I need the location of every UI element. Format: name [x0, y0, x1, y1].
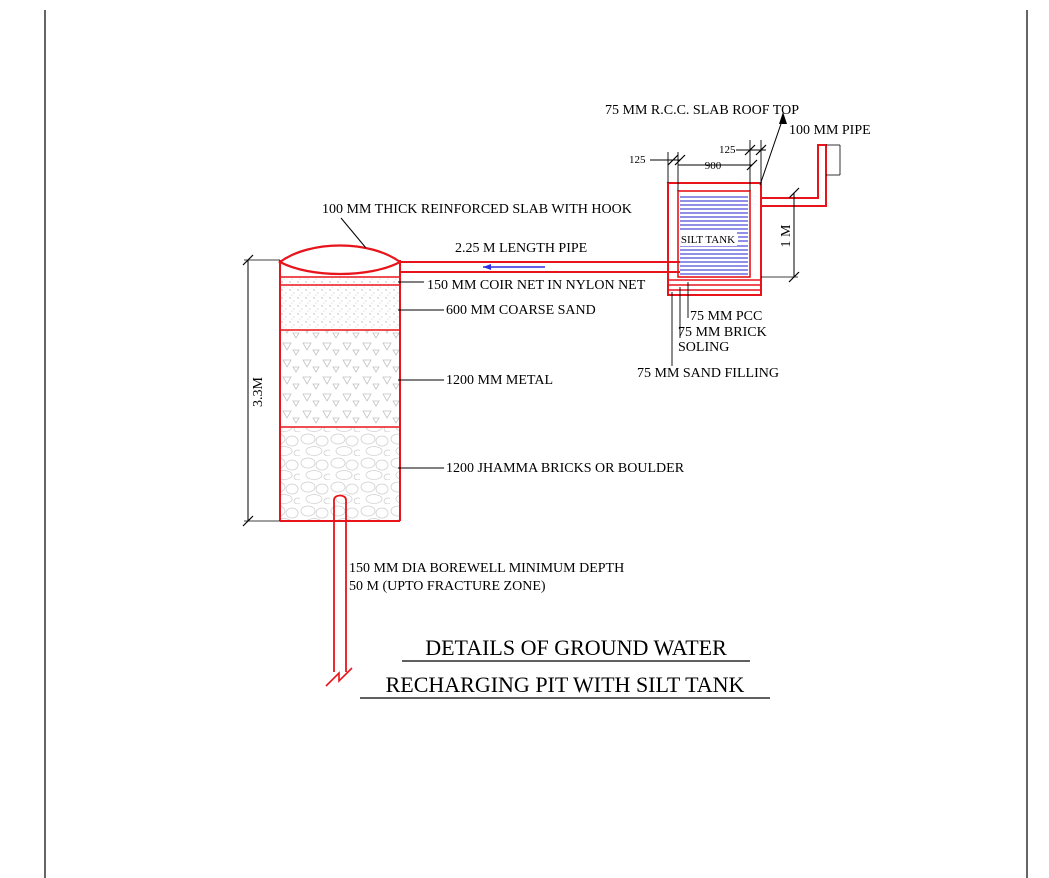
- dimension-1m: 1 M: [761, 187, 800, 283]
- slab-leader: [340, 217, 367, 249]
- dimension-3-3m: 3.3M: [242, 254, 280, 527]
- coarse-sand-layer: [281, 285, 399, 330]
- brick-soling-label-1: 75 MM BRICK: [678, 325, 767, 340]
- recharge-pit: [277, 244, 403, 522]
- foundation-leaders: [671, 282, 689, 366]
- pipe-100-label: 100 MM PIPE: [789, 123, 871, 138]
- reinforced-slab-label: 100 MM THICK REINFORCED SLAB WITH HOOK: [322, 202, 632, 217]
- dim-3-3m-label: 3.3M: [251, 376, 266, 407]
- borewell-label-2: 50 M (UPTO FRACTURE ZONE): [349, 579, 546, 594]
- boulder-layer: [281, 427, 399, 521]
- sand-filling-label: 75 MM SAND FILLING: [637, 366, 779, 381]
- roof-slab-label: 75 MM R.C.C. SLAB ROOF TOP: [605, 103, 799, 118]
- inlet-pipe: [761, 144, 841, 207]
- title-line-2: RECHARGING PIT WITH SILT TANK: [386, 672, 745, 697]
- metal-label: 1200 MM METAL: [446, 373, 553, 388]
- coir-net-layer: [281, 277, 399, 285]
- break-symbol: [325, 667, 353, 687]
- silt-tank: SILT TANK: [667, 182, 762, 296]
- length-pipe-label: 2.25 M LENGTH PIPE: [455, 241, 587, 256]
- borewell-label-1: 150 MM DIA BOREWELL MINIMUM DEPTH: [349, 561, 624, 576]
- coarse-sand-label: 600 MM COARSE SAND: [446, 303, 596, 318]
- silt-tank-label: SILT TANK: [681, 234, 735, 246]
- connecting-pipe: [400, 261, 680, 273]
- pit-leaders: [398, 281, 444, 469]
- metal-layer: [281, 330, 399, 427]
- dim-900: 900: [705, 160, 722, 172]
- title-line-1: DETAILS OF GROUND WATER: [425, 635, 727, 660]
- reinforced-slab: [277, 244, 403, 276]
- pcc-label: 75 MM PCC: [690, 309, 762, 324]
- dimension-chain-top: [650, 140, 767, 191]
- borewell-pipe: [325, 494, 353, 687]
- brick-soling-label-2: SOLING: [678, 340, 729, 355]
- dim-125-left: 125: [629, 154, 646, 166]
- dim-1m-label: 1 M: [779, 224, 794, 248]
- coir-net-label: 150 MM COIR NET IN NYLON NET: [427, 278, 646, 293]
- boulder-label: 1200 JHAMMA BRICKS OR BOULDER: [446, 461, 685, 476]
- roof-slab-leader: [759, 112, 787, 186]
- dim-125-top: 125: [719, 144, 736, 156]
